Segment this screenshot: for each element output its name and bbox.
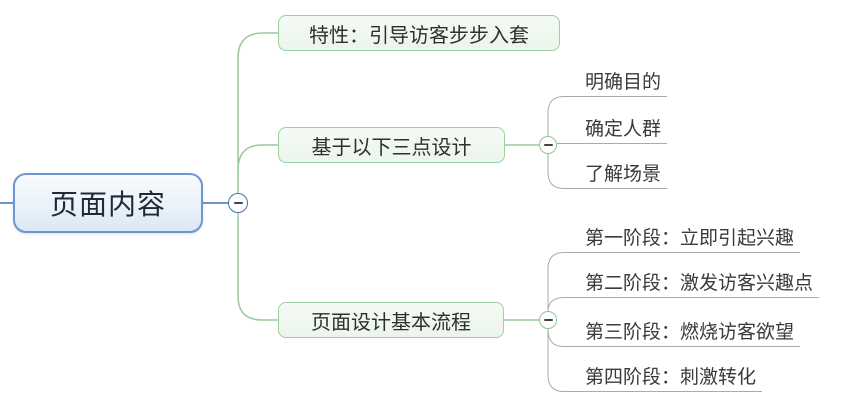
connector-leaf-5: [547, 297, 567, 312]
connector-trunk-to-branch-1: [237, 32, 278, 193]
node-branch-feature[interactable]: 特性：引导访客步步入套: [278, 15, 560, 51]
collapse-button-design-process[interactable]: [539, 311, 557, 329]
node-root[interactable]: 页面内容: [13, 173, 203, 233]
node-leaf-define-audience[interactable]: 确定人群: [567, 117, 668, 144]
node-leaf-understand-scenario[interactable]: 了解场景: [567, 162, 668, 189]
collapse-button-root[interactable]: [228, 193, 248, 213]
connector-leaf-4: [547, 252, 567, 311]
node-leaf-stage-3[interactable]: 第三阶段：燃烧访客欲望: [567, 320, 801, 347]
node-leaf-stage-2[interactable]: 第二阶段：激发访客兴趣点: [567, 271, 820, 298]
node-branch-design-process[interactable]: 页面设计基本流程: [278, 302, 504, 338]
connector-trunk-to-branch-3: [237, 213, 278, 321]
minus-icon: [233, 202, 243, 204]
node-leaf-stage-1[interactable]: 第一阶段：立即引起兴趣: [567, 226, 801, 253]
node-leaf-clear-purpose[interactable]: 明确目的: [567, 70, 668, 97]
connector-leaf-1: [547, 96, 567, 136]
node-branch-design-points[interactable]: 基于以下三点设计: [278, 127, 505, 163]
connector-leaf-7: [547, 329, 567, 392]
minus-icon: [543, 319, 553, 321]
minus-icon: [543, 144, 553, 146]
node-leaf-stage-4[interactable]: 第四阶段：刺激转化: [567, 365, 763, 392]
connector-leaf-3: [547, 154, 567, 189]
connector-leaf-6: [547, 328, 567, 347]
connector-trunk-to-branch-2: [237, 144, 278, 171]
collapse-button-design-points[interactable]: [539, 136, 557, 154]
